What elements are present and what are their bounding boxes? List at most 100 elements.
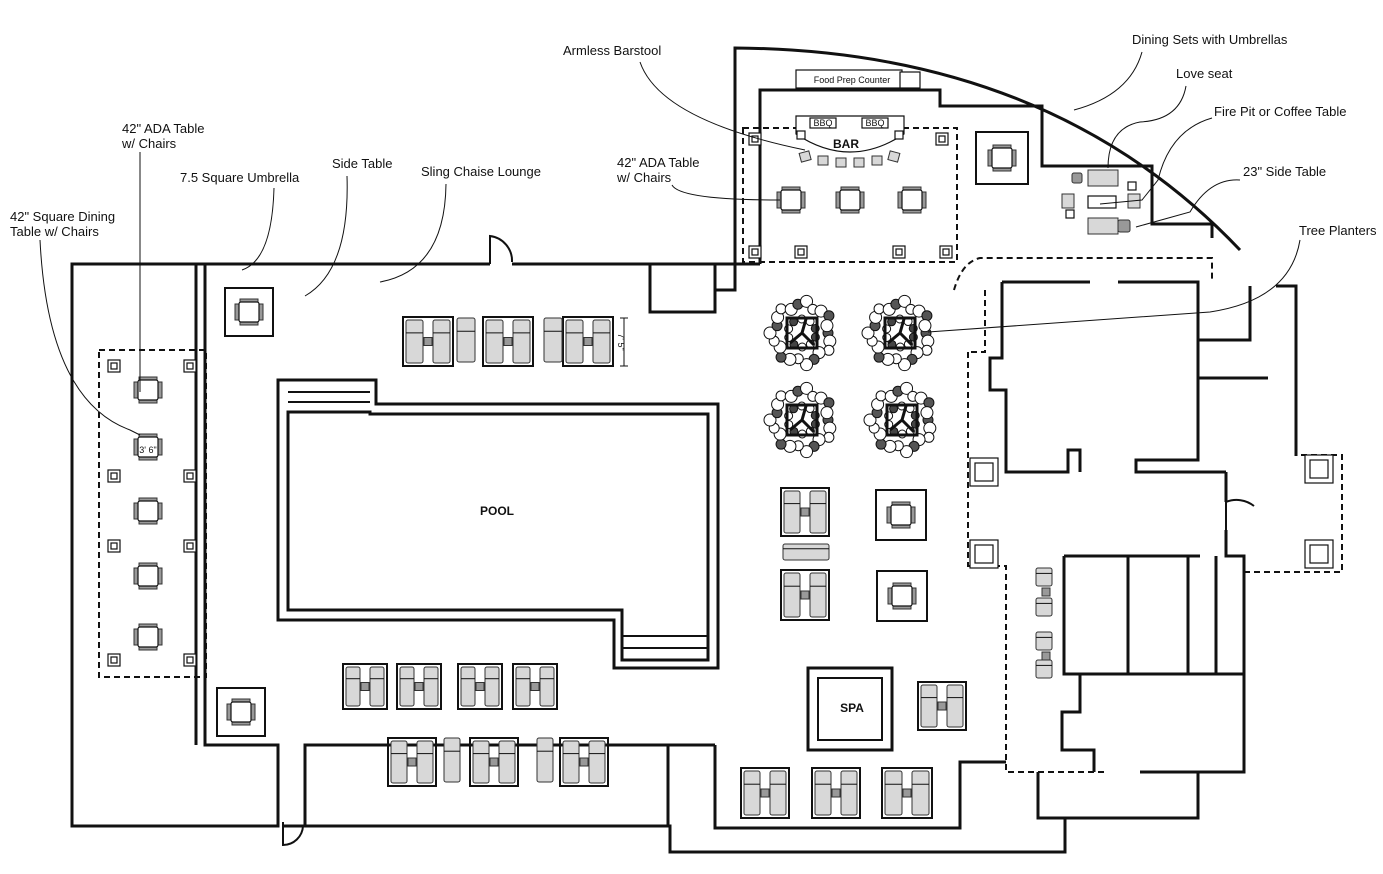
- chaise-group-bottom-1: [387, 737, 437, 787]
- bar-area: Food Prep Counter BBQ BBQ BAR: [795, 69, 921, 168]
- chaise-group-row-3-lounge-a: [460, 666, 476, 707]
- umbrella-table-top: [224, 287, 274, 337]
- umbrella-post-4: [183, 469, 197, 483]
- pool-label: POOL: [480, 504, 514, 518]
- chaise-group-lower-1-lounge-a: [743, 770, 761, 816]
- chaise-single-top-2: [543, 317, 563, 363]
- bar-table-2: [835, 186, 865, 214]
- building-post-3: [1304, 454, 1334, 484]
- chaise-group-lower-2: [811, 767, 861, 819]
- umbrella-post-6: [183, 539, 197, 553]
- building-side-table-2: [1041, 651, 1051, 661]
- bar-zone: [742, 127, 958, 263]
- bar-post-3: [748, 245, 762, 259]
- building-chair-4: [1035, 659, 1053, 679]
- chaise-group-bottom-3-lounge-b: [588, 740, 606, 784]
- callouts: 42" ADA Table w/ Chairs 7.5 Square Umbre…: [10, 32, 1377, 239]
- chaise-group-row-4-lounge-a: [515, 666, 531, 707]
- bar-table-1: [776, 186, 806, 214]
- chaise-group-lower-2-lounge-a: [814, 770, 832, 816]
- bar-post-2: [935, 132, 949, 146]
- callout-armless-barstool: Armless Barstool: [563, 43, 661, 58]
- building-chair-3: [1035, 631, 1053, 651]
- tree-planters: [763, 294, 937, 459]
- chaise-group-row-4: [512, 663, 558, 710]
- chaise-group-row-3-lounge-b: [484, 666, 500, 707]
- chaise-group-lower-3: [881, 767, 933, 819]
- umbrella-post-3: [107, 469, 121, 483]
- callout-sling-chaise: Sling Chaise Lounge: [421, 164, 541, 179]
- building-chair-2: [1035, 597, 1053, 617]
- umbrella-post-5: [107, 539, 121, 553]
- chaise-group-lower-2-lounge-b: [840, 770, 858, 816]
- bar-post-4: [794, 245, 808, 259]
- chaise-single-mid: [782, 543, 830, 561]
- chaise-group-bottom-2-lounge-b: [498, 740, 516, 784]
- chaise-group-mid-1-lounge-a: [783, 490, 801, 534]
- chaise-group-mid-2: [780, 569, 830, 621]
- chaise-single-bottom-2: [536, 737, 554, 783]
- building-post-2: [969, 539, 999, 569]
- umbrella-post-1: [107, 359, 121, 373]
- chaise-group-bottom-2-lounge-a: [472, 740, 490, 784]
- dining-table-left-1: [133, 376, 163, 404]
- barstools: [798, 150, 901, 168]
- furniture-layer: [107, 131, 1334, 819]
- chaise-group-spa-lounge-b: [946, 684, 964, 728]
- chaise-group-bottom-1-lounge-a: [390, 740, 408, 784]
- dimension-marks: 7' 5" 3' 6": [139, 317, 628, 455]
- chaise-group-lower-3-lounge-a: [884, 770, 903, 816]
- table-width-dimension: 3' 6": [139, 445, 156, 455]
- chaise-group-row-2-lounge-a: [399, 666, 415, 707]
- chaise-group-row-2: [396, 663, 442, 710]
- chaise-group-mid-1-lounge-b: [809, 490, 827, 534]
- building-side-table-1: [1041, 587, 1051, 597]
- chaise-group-lower-1-lounge-b: [769, 770, 787, 816]
- chaise-group-row-4-lounge-b: [539, 666, 555, 707]
- building-post-1: [969, 457, 999, 487]
- dining-table-left-5: [133, 623, 163, 651]
- chaise-group-top-3-lounge-b: [592, 319, 611, 364]
- callout-side-table: Side Table: [332, 156, 392, 171]
- chaise-single-top-1: [456, 317, 476, 363]
- callout-side-table-23: 23" Side Table: [1243, 164, 1326, 179]
- bar-post-5: [892, 245, 906, 259]
- umbrella-table-bottom: [216, 687, 266, 737]
- dining-zone-left: [98, 349, 207, 678]
- chaise-group-spa: [917, 681, 967, 731]
- chaise-group-top-2-lounge-a: [485, 319, 504, 364]
- callout-ada-table-left: 42" ADA Table w/ Chairs: [121, 121, 208, 151]
- chaise-group-mid-1: [780, 487, 830, 537]
- right-building: [953, 257, 1343, 820]
- tree-planter-4: [863, 381, 937, 459]
- spa: SPA: [806, 666, 894, 752]
- chaise-group-spa-lounge-a: [920, 684, 938, 728]
- umbrella-table-bar-right: [975, 131, 1029, 185]
- umbrella-post-7: [107, 653, 121, 667]
- chaise-group-row-3: [457, 663, 503, 710]
- chaise-group-row-2-lounge-b: [423, 666, 439, 707]
- exterior-walls: [70, 46, 1242, 854]
- tree-planter-2: [861, 294, 935, 372]
- building-chair-1: [1035, 567, 1053, 587]
- callout-square-dining: 42" Square Dining Table w/ Chairs: [10, 209, 119, 239]
- table-top-left: [234, 298, 264, 326]
- chaise-group-bottom-2: [469, 737, 519, 787]
- chaise-single-bottom-1: [443, 737, 461, 783]
- table-bottom-left: [226, 698, 256, 726]
- table-mid-1: [886, 501, 916, 529]
- chaise-group-bottom-3: [559, 737, 609, 787]
- bbq-right-label: BBQ: [865, 118, 884, 128]
- chaise-group-lower-3-lounge-b: [911, 770, 930, 816]
- dining-table-left-4: [133, 562, 163, 590]
- chaise-group-bottom-3-lounge-a: [562, 740, 580, 784]
- chaise-group-top-2-lounge-b: [512, 319, 531, 364]
- chaise-group-top-3-lounge-a: [565, 319, 584, 364]
- chaise-group-bottom-1-lounge-b: [416, 740, 434, 784]
- building-post-4: [1304, 539, 1334, 569]
- chaise-group-mid-2-lounge-a: [783, 572, 801, 618]
- bar-table-3: [897, 186, 927, 214]
- callout-square-umbrella: 7.5 Square Umbrella: [180, 170, 300, 185]
- chaise-group-row-1: [342, 663, 388, 710]
